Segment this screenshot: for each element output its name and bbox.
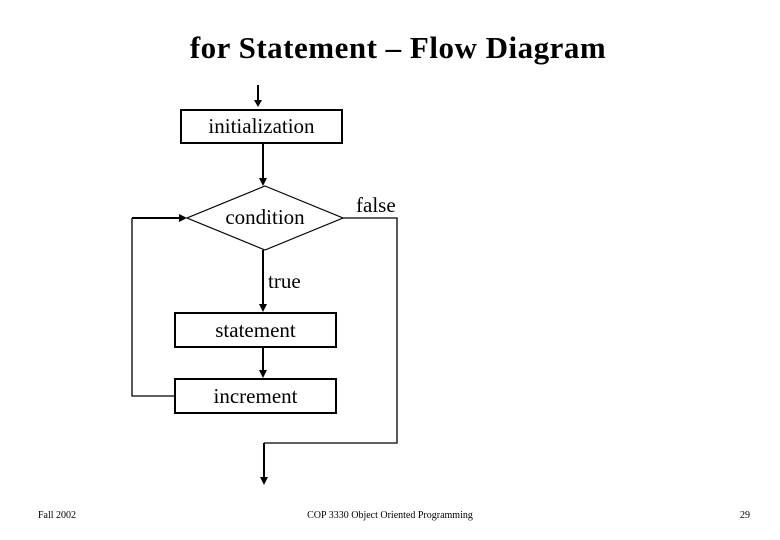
footer-date: Fall 2002	[38, 510, 77, 521]
node-condition-label: condition	[225, 205, 305, 229]
footer-page-number: 29	[740, 510, 750, 521]
node-statement: statement	[174, 312, 337, 348]
loop-increment-to-condition	[131, 214, 187, 397]
page-title: for Statement – Flow Diagram	[189, 30, 607, 65]
false-path-line	[264, 217, 398, 444]
arrow-initialization-to-condition	[259, 144, 267, 186]
node-increment: increment	[174, 378, 337, 414]
arrow-title-to-initialization	[254, 85, 262, 107]
true-edge-label: true	[268, 269, 301, 293]
footer-course-title: COP 3330 Object Oriented Programming	[307, 510, 473, 521]
arrow-condition-to-statement	[259, 250, 267, 312]
arrow-statement-to-increment	[259, 348, 267, 378]
false-edge-label: false	[356, 193, 396, 217]
exit-arrow	[260, 443, 268, 485]
node-initialization: initialization	[180, 109, 343, 144]
condition-diamond-shape	[185, 185, 345, 251]
